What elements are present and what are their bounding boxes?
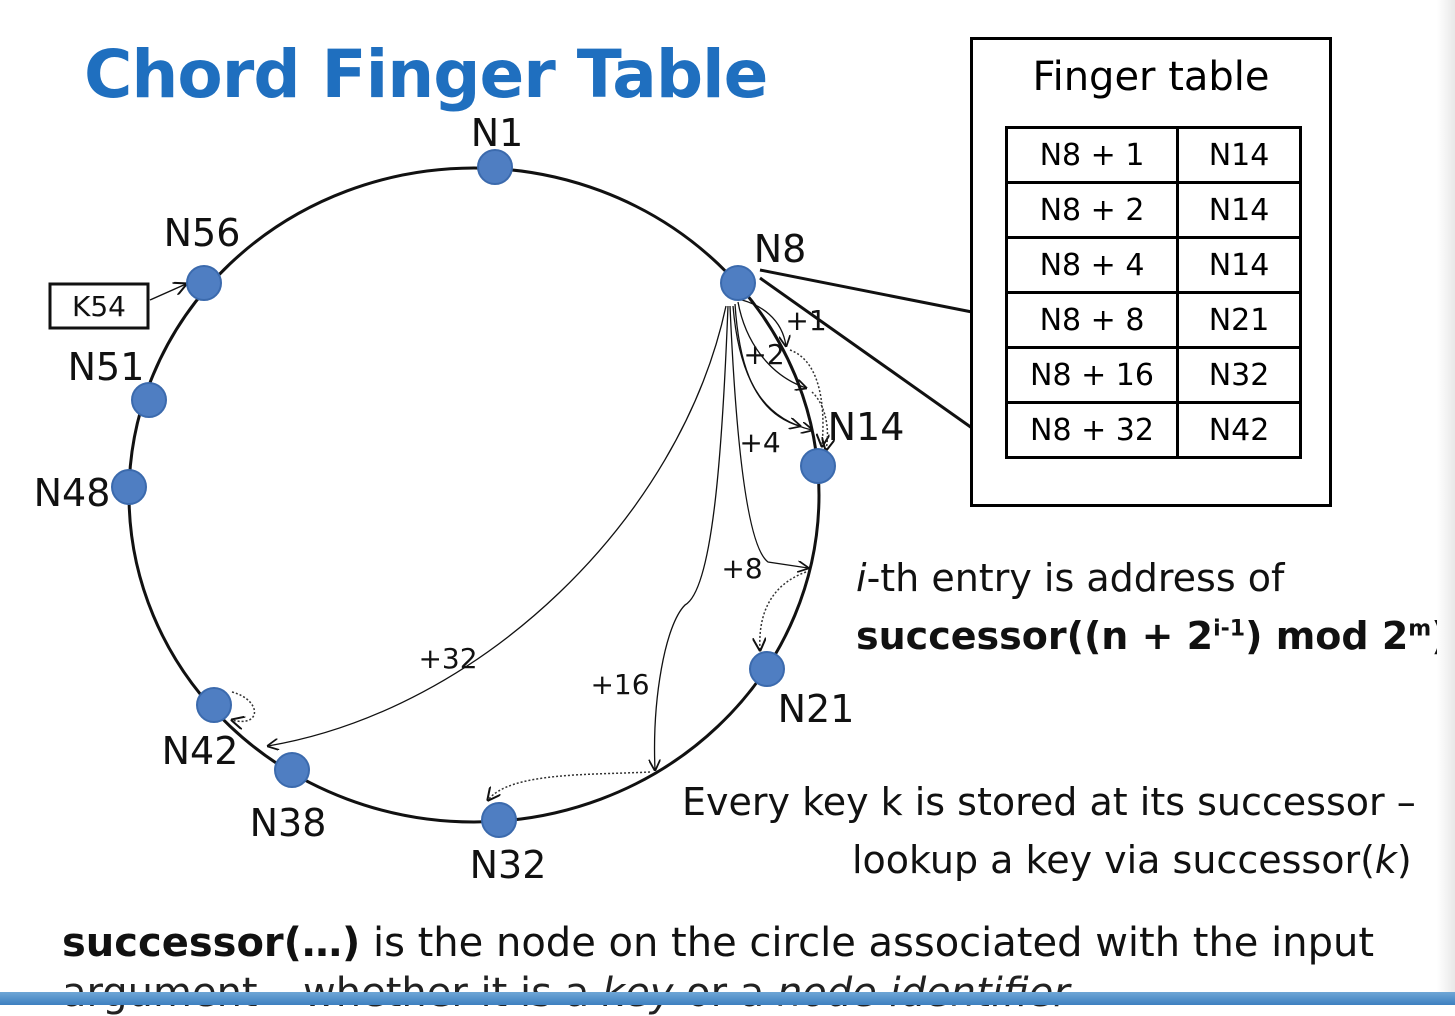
key-line2-main: lookup a key via successor(: [852, 838, 1375, 882]
finger-start-cell: N8 + 1: [1005, 126, 1179, 184]
finger-table-title: Finger table: [1032, 54, 1270, 100]
table-row: N8 + 4 N14: [1005, 236, 1302, 294]
offset-label-1: +1: [785, 304, 826, 337]
node-n14: [800, 448, 836, 484]
dotted-to-n21: [760, 571, 807, 650]
node-label-n48: N48: [34, 471, 111, 515]
formula-mid: ) mod 2: [1245, 614, 1409, 658]
finger-arrow-16: [655, 305, 729, 770]
entry-description: i-th entry is address of: [856, 556, 1284, 600]
node-labels: N1 N8 N14 N21 N32 N38 N42 N48 N51 N56: [34, 111, 905, 887]
key-storage-line1: Every key k is stored at its successor –: [682, 780, 1416, 824]
finger-node-cell: N14: [1176, 236, 1302, 294]
key-storage-line2: lookup a key via successor(k): [852, 838, 1412, 882]
window-edge: [1437, 0, 1455, 992]
table-row: N8 + 8 N21: [1005, 291, 1302, 349]
node-label-n51: N51: [68, 345, 145, 389]
offset-label-4: +4: [739, 426, 780, 459]
bottom-line1-rest: is the node on the circle associated wit…: [360, 920, 1375, 966]
finger-start-cell: N8 + 2: [1005, 181, 1179, 239]
callout-line-top: [759, 268, 973, 314]
node-label-n56: N56: [164, 211, 241, 255]
entry-line1-text: -th entry is address of: [866, 556, 1285, 600]
offset-label-16: +16: [590, 668, 649, 701]
node-n56: [186, 265, 222, 301]
key-k54: K54: [48, 284, 186, 330]
finger-node-cell: N14: [1176, 181, 1302, 239]
finger-start-cell: N8 + 32: [1005, 401, 1179, 459]
offset-label-32: +32: [418, 642, 477, 675]
key-line2-end: ): [1396, 838, 1412, 882]
finger-table-panel: Finger table N8 + 1 N14 N8 + 2 N14 N8 + …: [970, 37, 1332, 507]
offset-label-2: +2: [743, 338, 784, 371]
table-row: N8 + 16 N32: [1005, 346, 1302, 404]
finger-node-cell: N32: [1176, 346, 1302, 404]
finger-arrow-2: [737, 301, 806, 388]
node-label-n42: N42: [162, 729, 239, 773]
node-label-n8: N8: [754, 227, 807, 271]
node-n1: [477, 149, 513, 185]
finger-node-cell: N21: [1176, 291, 1302, 349]
node-label-n21: N21: [778, 687, 855, 731]
finger-start-cell: N8 + 8: [1005, 291, 1179, 349]
offset-labels: +1 +2 +4 +8 +16 +32: [418, 304, 826, 701]
finger-node-cell: N14: [1176, 126, 1302, 184]
table-row: N8 + 1 N14: [1005, 126, 1302, 184]
dotted-to-n14-b: [811, 391, 827, 450]
finger-arrow-1: [741, 299, 786, 346]
finger-start-cell: N8 + 4: [1005, 236, 1179, 294]
node-n21: [749, 651, 785, 687]
table-row: N8 + 2 N14: [1005, 181, 1302, 239]
slide-title: Chord Finger Table: [84, 36, 768, 113]
key-k54-label: K54: [72, 290, 126, 323]
formula-sup-exponent: i-1: [1213, 616, 1246, 642]
node-label-n1: N1: [471, 111, 524, 155]
bottom-successor-bold: successor(…): [62, 920, 361, 966]
node-n8: [720, 265, 756, 301]
node-label-n38: N38: [250, 801, 327, 845]
finger-arrows: [268, 299, 812, 770]
dotted-to-n32: [488, 771, 651, 800]
formula-main: successor((n + 2: [856, 614, 1214, 658]
dotted-to-n14-a: [789, 349, 823, 446]
finger-node-cell: N42: [1176, 401, 1302, 459]
finger-arrow-32: [268, 305, 727, 746]
successor-dotted-arrows: [232, 349, 827, 800]
node-n32: [481, 802, 517, 838]
finger-arrow-4b: [732, 305, 812, 430]
successor-formula: successor((n + 2i-1) mod 2m): [856, 614, 1449, 658]
node-n48: [111, 469, 147, 505]
finger-arrow-8: [729, 305, 808, 568]
bottom-definition-line1: successor(…) is the node on the circle a…: [62, 920, 1374, 966]
video-progress-bar[interactable]: [0, 992, 1455, 1005]
node-n42: [196, 687, 232, 723]
entry-i-italic: i: [856, 556, 867, 600]
formula-sup-m: m: [1408, 616, 1432, 642]
offset-label-8: +8: [721, 552, 762, 585]
node-label-n14: N14: [828, 405, 905, 449]
node-n38: [274, 752, 310, 788]
finger-table: N8 + 1 N14 N8 + 2 N14 N8 + 4 N14 N8 + 8 …: [1005, 126, 1302, 459]
node-label-n32: N32: [470, 843, 547, 887]
key-line2-italic: k: [1374, 838, 1397, 882]
finger-start-cell: N8 + 16: [1005, 346, 1179, 404]
node-n51: [131, 382, 167, 418]
table-row: N8 + 32 N42: [1005, 401, 1302, 459]
callout-line-bottom: [759, 276, 973, 430]
dotted-to-n42: [232, 691, 256, 721]
